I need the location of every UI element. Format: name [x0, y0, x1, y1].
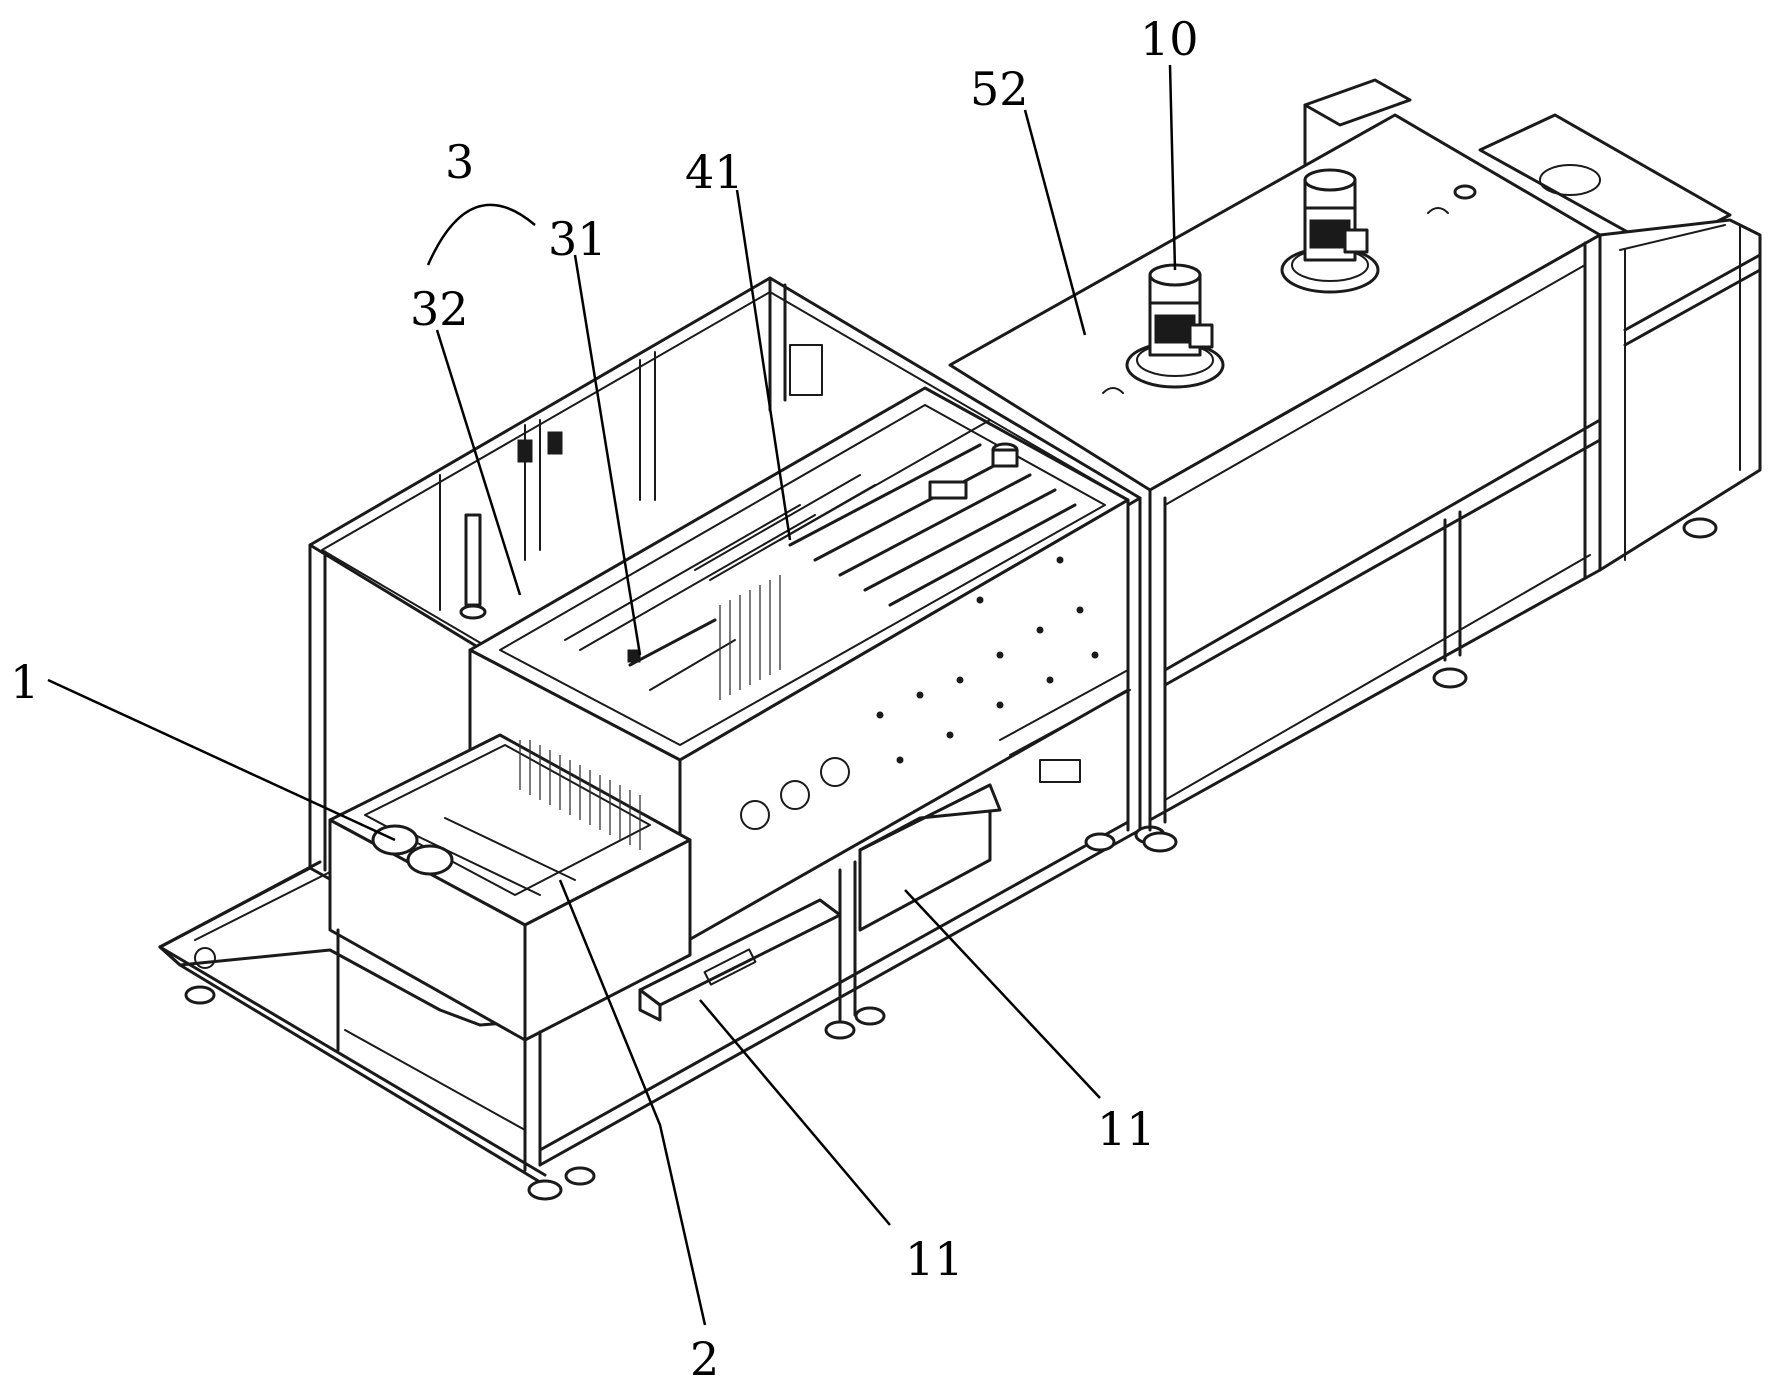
label-31: 31 — [548, 212, 607, 266]
label-2: 2 — [690, 1332, 719, 1385]
leader-3 — [426, 203, 536, 266]
leader-2 — [558, 879, 707, 1326]
port-3 — [820, 757, 850, 787]
leader-11b — [699, 999, 891, 1226]
reference-labels: 1 2 3 31 32 41 52 10 11 11 — [10, 12, 1199, 1385]
leader-lines — [47, 64, 1177, 1326]
label-3: 3 — [445, 135, 474, 189]
label-52: 52 — [970, 62, 1029, 116]
leader-32 — [435, 329, 522, 596]
label-32: 32 — [410, 282, 469, 336]
grille-panel — [719, 575, 781, 700]
leader-10 — [1168, 64, 1177, 271]
right-cabinet — [948, 78, 1762, 853]
lower-frame — [538, 669, 1166, 1167]
label-1: 1 — [10, 655, 39, 709]
rivets — [876, 556, 1099, 764]
leader-31 — [573, 254, 642, 656]
label-41: 41 — [685, 145, 744, 199]
port-1 — [740, 800, 770, 830]
label-11b: 11 — [905, 1232, 964, 1286]
leader-52 — [1023, 109, 1087, 336]
leader-11a — [904, 889, 1101, 1099]
port-2 — [780, 780, 810, 810]
leader-1 — [47, 678, 396, 842]
motor-10 — [1125, 263, 1225, 389]
leader-41 — [735, 189, 792, 541]
label-11a: 11 — [1097, 1102, 1156, 1156]
label-10: 10 — [1140, 12, 1199, 66]
motor-2 — [1280, 168, 1380, 294]
